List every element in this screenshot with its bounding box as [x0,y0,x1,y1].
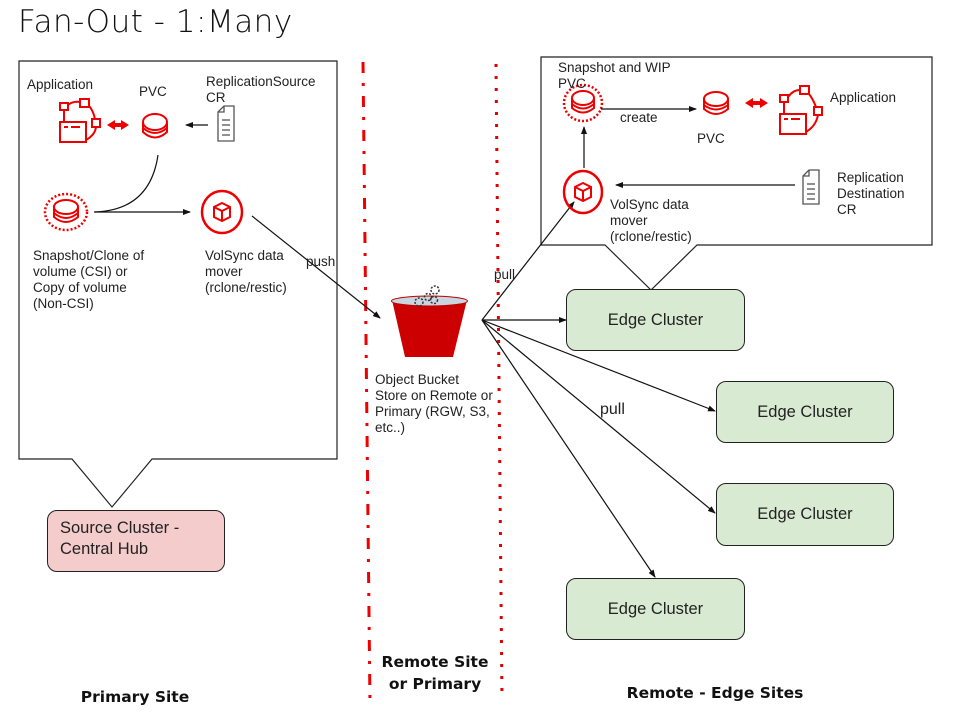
snapshot-label: Snapshot/Clone of volume (CSI) or Copy o… [33,248,145,311]
pull-label-mid: pull [600,401,625,418]
source-cluster-node[interactable]: Source Cluster - Central Hub [47,510,225,572]
volsync-cube-icon [562,169,604,215]
application-topology-icon [59,98,101,143]
pvc-label: PVC [139,84,167,99]
bidirectional-arrow [745,98,768,108]
fan-out-arrows [481,201,716,578]
edge-sites-label: Remote - Edge Sites [626,684,804,702]
mover-label: VolSync data mover (rclone/restic) [205,248,287,295]
push-label: push [306,254,336,269]
pvc-disk-icon [142,113,168,139]
destination-callout [540,56,933,291]
pull-label-top: pull [494,267,516,282]
gears-icon [414,285,440,307]
divider-dotted [494,63,504,701]
snapshot-disk-icon [562,83,604,123]
dest-pvc-label: PVC [697,131,725,146]
push-arrow [251,215,381,319]
volsync-cube-icon [200,189,244,235]
document-icon [802,169,820,205]
edge-cluster-node[interactable]: Edge Cluster [716,381,894,443]
edge-cluster-node[interactable]: Edge Cluster [566,578,745,640]
page-title: Fan-Out - 1:Many [18,4,293,40]
snapshot-disk-icon [43,192,89,232]
application-label: Application [27,77,94,92]
primary-site-label: Primary Site [80,688,190,706]
dest-mover-label: VolSync data mover (rclone/restic) [610,197,692,244]
divider-dashdot [361,61,372,706]
replication-source-label: ReplicationSource CR [206,74,316,105]
application-topology-icon [779,85,823,135]
edge-cluster-node[interactable]: Edge Cluster [566,289,745,351]
bucket-icon [391,295,468,357]
dest-application-label: Application [830,90,897,105]
bucket-label: Object Bucket Store on Remote or Primary… [375,372,493,435]
remote-site-label: Remote Site or Primary [381,653,489,693]
create-label: create [620,110,658,125]
edge-cluster-node[interactable]: Edge Cluster [716,483,894,546]
dest-snapshot-label: Snapshot and WIP PVC [558,60,671,91]
document-icon [217,105,235,142]
primary-callout [18,60,338,508]
replication-destination-label: Replication Destination CR [837,170,905,217]
bidirectional-arrow [107,120,129,130]
pvc-disk-icon [703,91,729,115]
